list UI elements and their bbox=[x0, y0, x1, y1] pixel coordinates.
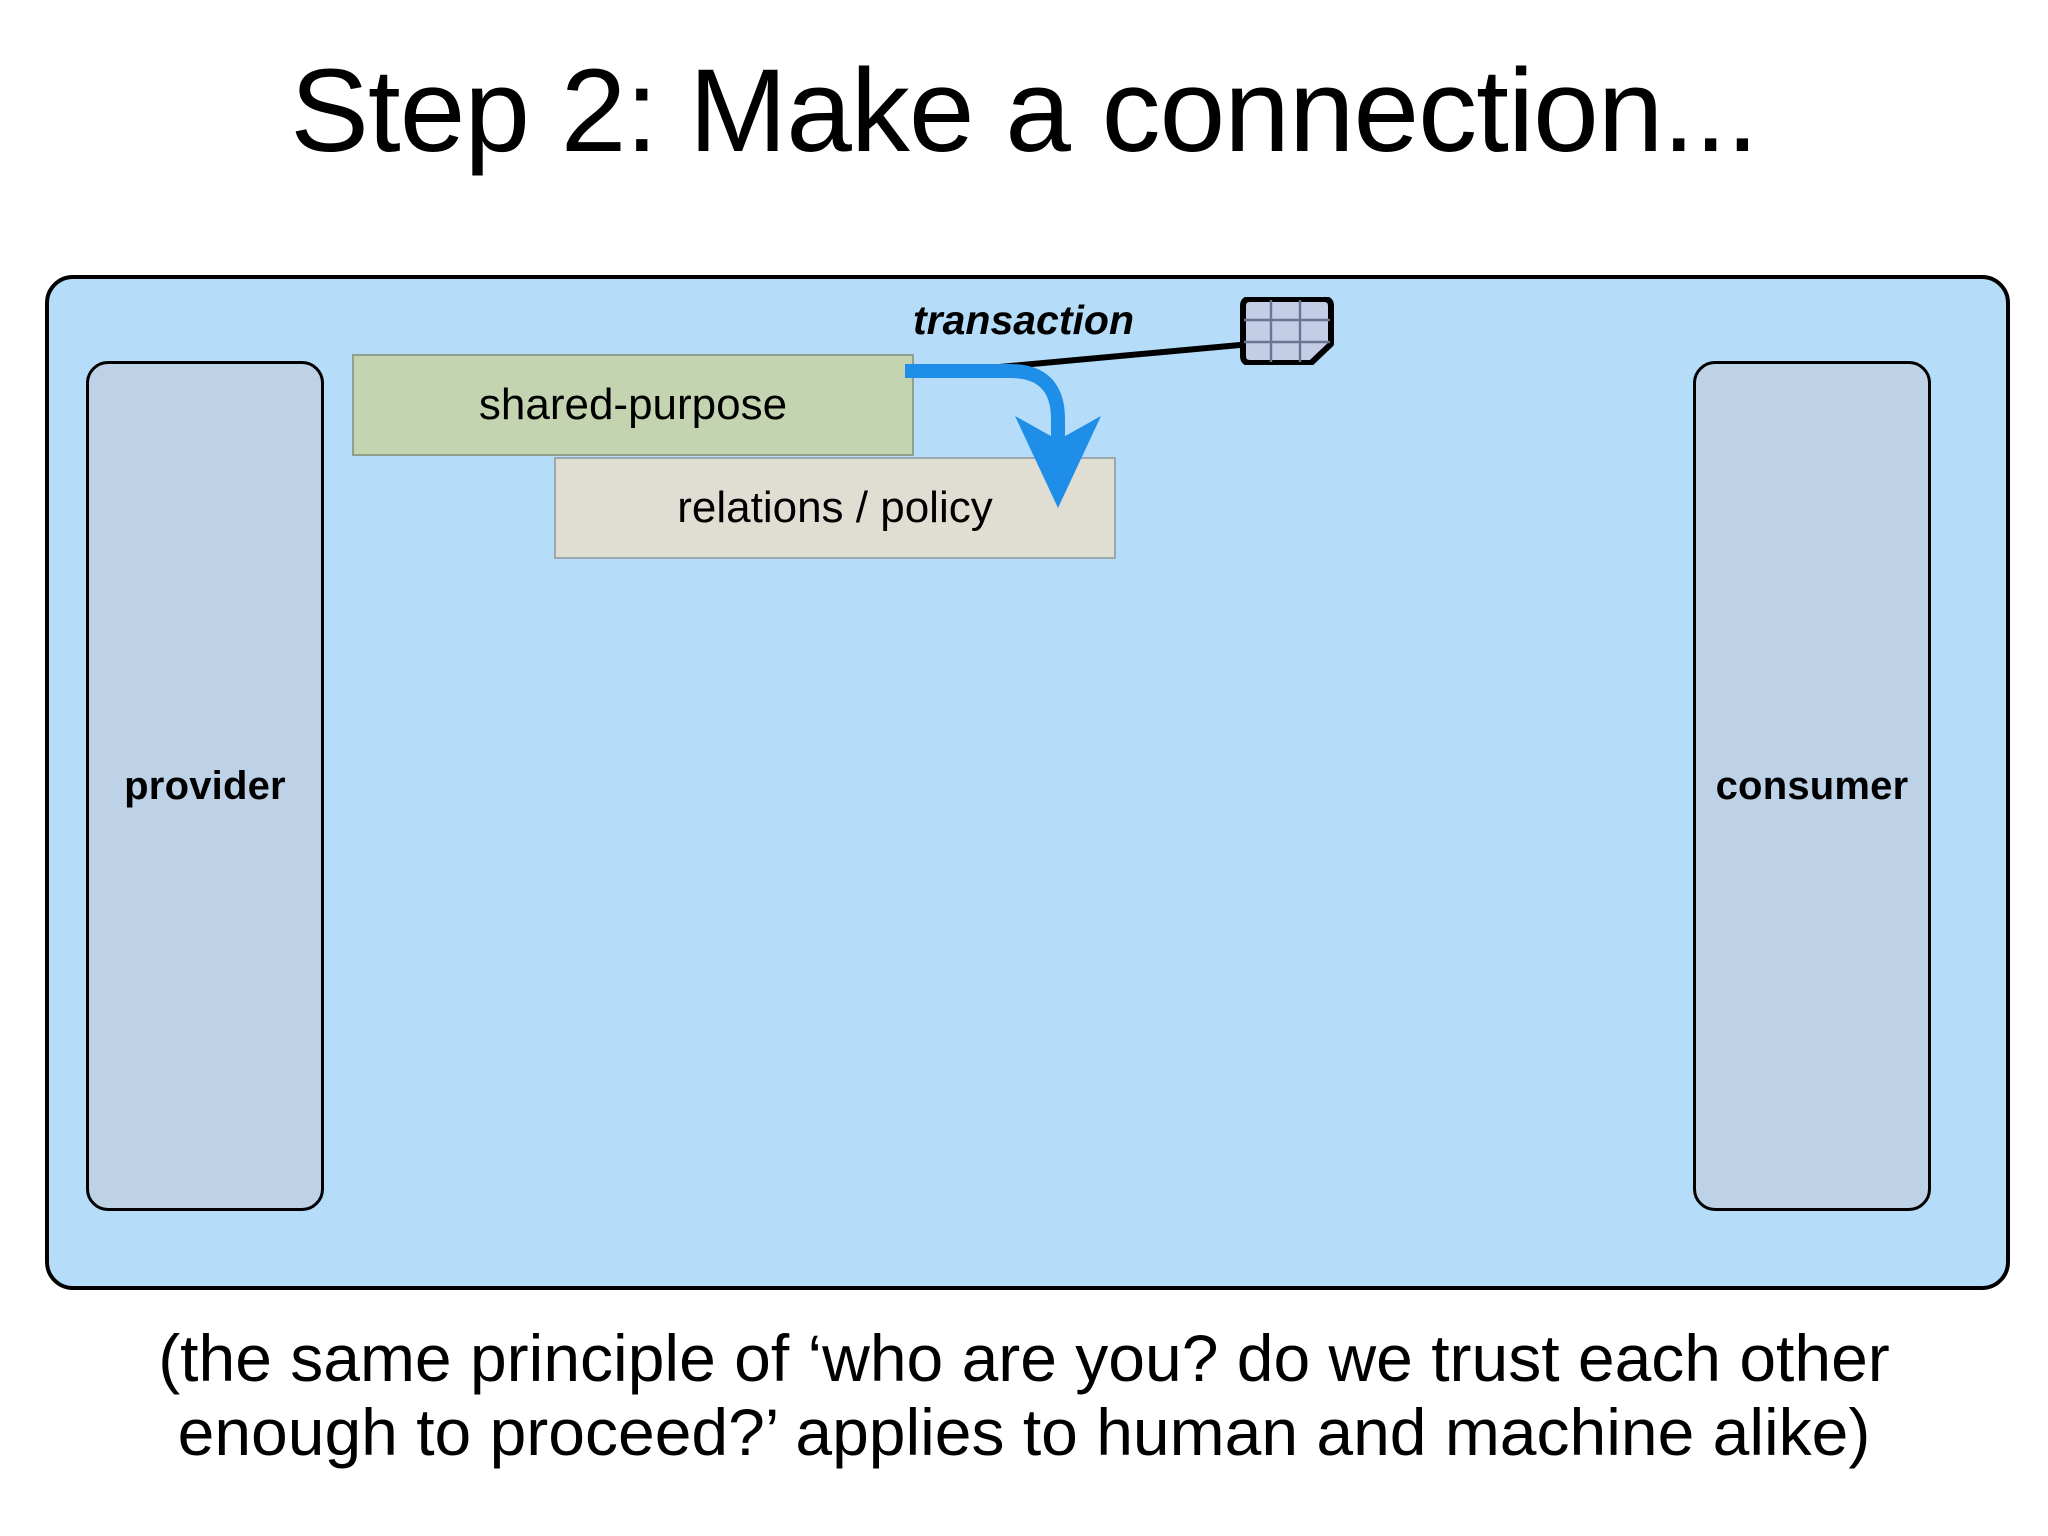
relations-policy-box: relations / policy bbox=[554, 457, 1116, 559]
provider-panel: provider bbox=[86, 361, 324, 1211]
page-title: Step 2: Make a connection... bbox=[290, 45, 1759, 177]
transaction-label: transaction bbox=[913, 297, 1134, 343]
relations-policy-label: relations / policy bbox=[677, 483, 993, 532]
chip-grid-icon bbox=[1240, 297, 1334, 365]
consumer-panel: consumer bbox=[1693, 361, 1931, 1211]
slide-caption: (the same principle of ‘who are you? do … bbox=[158, 1321, 1890, 1469]
shared-purpose-box: shared-purpose bbox=[352, 354, 914, 456]
diagram-container: provider consumer shared-purpose relatio… bbox=[45, 275, 2010, 1290]
consumer-label: consumer bbox=[1715, 763, 1909, 808]
provider-label: provider bbox=[124, 763, 286, 808]
shared-purpose-label: shared-purpose bbox=[478, 380, 788, 429]
